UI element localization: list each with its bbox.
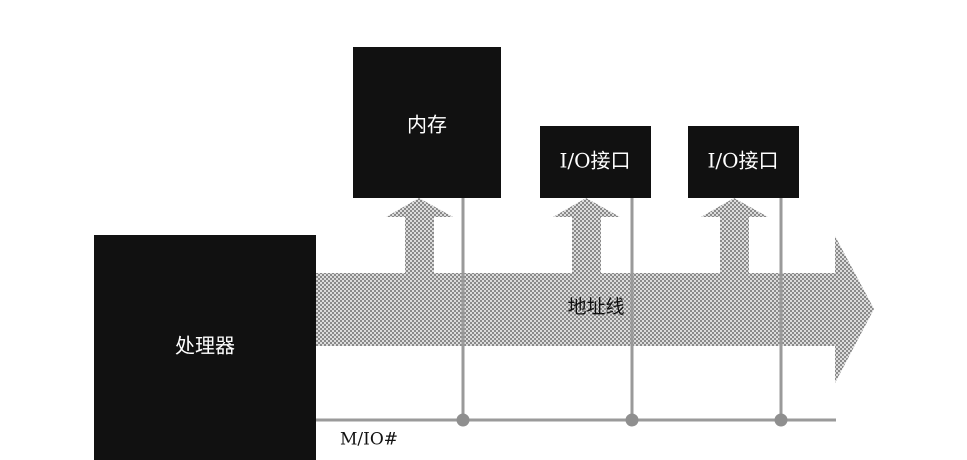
io-interface-1-up-arrow: [553, 198, 620, 273]
io-interface-1-box: [540, 126, 651, 198]
io-interface-2-label: I/O接口: [707, 149, 778, 173]
io-interface-2-box: [688, 126, 799, 198]
address-bus-arrow: [316, 236, 874, 383]
mio-control-label: M/IO#: [340, 430, 398, 450]
memory-label: 内存: [407, 113, 447, 137]
processor-label: 处理器: [175, 334, 235, 358]
io-interface-2-up-arrow: [701, 198, 768, 273]
memory-junction-dot: [456, 413, 470, 427]
memory-up-arrow: [386, 198, 453, 273]
memory-block: 内存: [353, 47, 501, 198]
io-interface-2-junction-dot: [774, 413, 788, 427]
io-interface-1-junction-dot: [625, 413, 639, 427]
address-bus-label: 地址线: [567, 296, 624, 318]
processor-block: 处理器: [94, 235, 316, 460]
memory-box: [353, 47, 501, 198]
processor-box: [94, 235, 316, 460]
io-interface-2-block: I/O接口: [688, 126, 799, 198]
io-interface-1-block: I/O接口: [540, 126, 651, 198]
io-interface-1-label: I/O接口: [559, 149, 630, 173]
